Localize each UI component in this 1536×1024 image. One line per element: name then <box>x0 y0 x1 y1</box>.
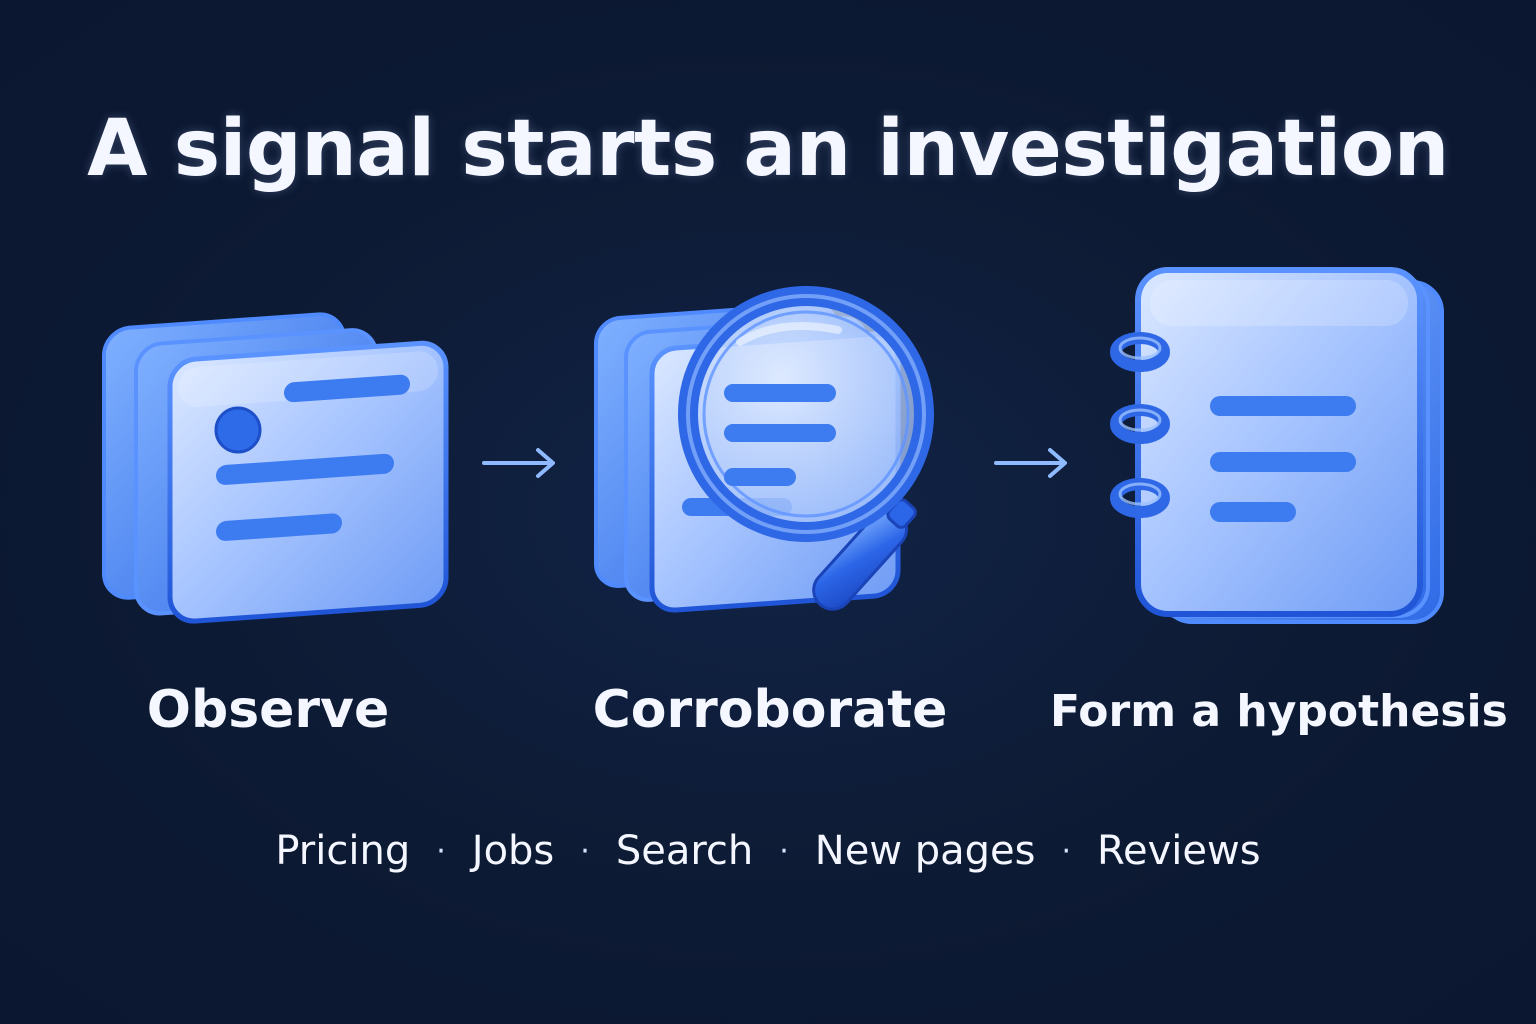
signal-item: Pricing <box>275 828 411 874</box>
step-label-form-hypothesis: Form a hypothesis <box>1050 686 1508 737</box>
stacked-cards-icon <box>96 278 456 628</box>
signal-item: New pages <box>814 828 1036 874</box>
arrow-right-icon <box>482 446 558 480</box>
arrow-right-icon <box>994 446 1070 480</box>
signal-item: Jobs <box>471 828 555 874</box>
separator-dot: · <box>779 833 789 869</box>
signal-sources-list: Pricing · Jobs · Search · New pages · Re… <box>0 828 1536 874</box>
notebook-icon <box>1110 262 1450 630</box>
separator-dot: · <box>580 833 590 869</box>
signal-item: Search <box>615 828 754 874</box>
separator-dot: · <box>436 833 446 869</box>
page-title: A signal starts an investigation <box>87 104 1449 194</box>
separator-dot: · <box>1061 833 1072 869</box>
step-label-corroborate: Corroborate <box>592 680 948 740</box>
signal-item: Reviews <box>1097 828 1261 874</box>
step-label-observe: Observe <box>146 680 390 740</box>
magnifier-cards-icon <box>590 272 1010 632</box>
